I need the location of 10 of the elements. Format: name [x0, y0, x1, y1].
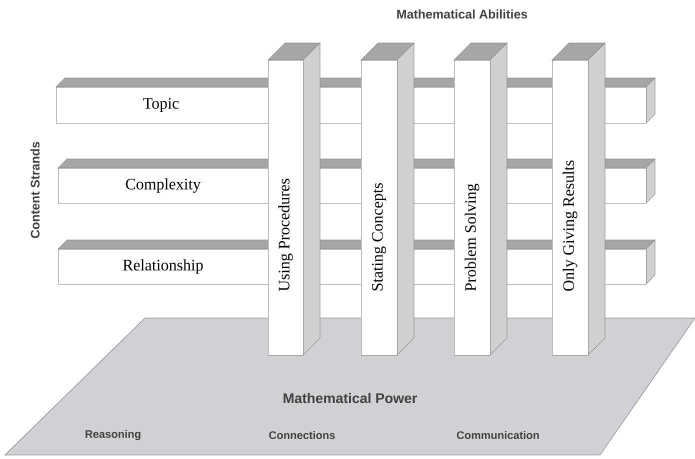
- axis-heading: Mathematical Abilities: [397, 9, 528, 19]
- vertical-column: Stating Concepts: [360, 42, 414, 356]
- vertical-column: Using Procedures: [268, 42, 320, 356]
- platform-label: Reasoning: [86, 430, 140, 440]
- platform-label: Connections: [269, 430, 335, 440]
- vertical-column: Only Giving Results: [552, 42, 606, 356]
- axis-heading: Content Strands: [30, 142, 40, 238]
- platform-heading: Mathematical Power: [284, 392, 418, 404]
- platform-label: Communication: [456, 430, 539, 440]
- vertical-column: Problem Solving: [454, 42, 508, 356]
